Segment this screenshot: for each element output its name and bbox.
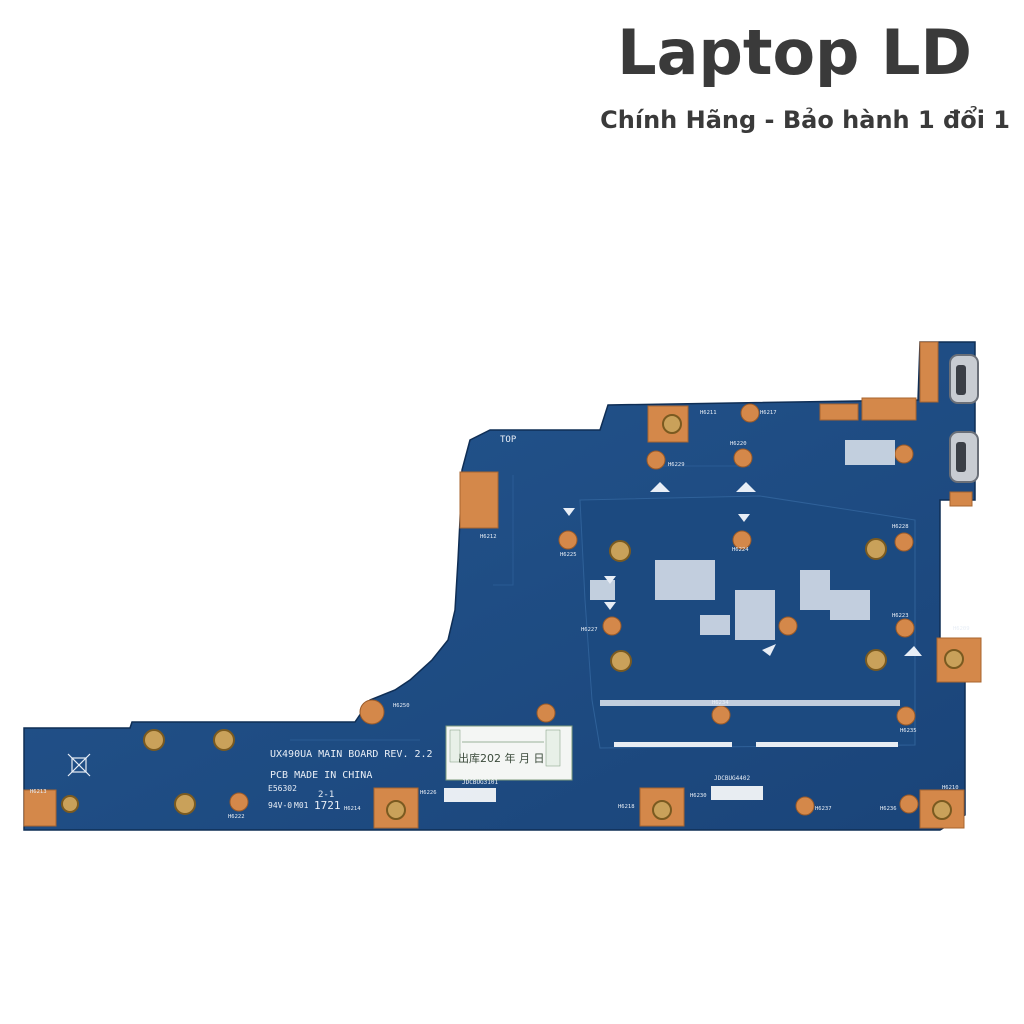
hole-label: H6218 [618, 804, 635, 810]
hole-label: H6225 [560, 552, 577, 558]
silk-code2: 2-1 [318, 790, 334, 800]
hole-label: H6227 [581, 627, 598, 633]
hole-label: H6235 [900, 728, 917, 734]
hole-label: H6250 [393, 703, 410, 709]
hole-label: H6220 [730, 441, 747, 447]
brand-title: Laptop LD [617, 16, 972, 89]
hole-label: H6237 [815, 806, 832, 812]
hole-label: H6213 [30, 789, 47, 795]
sticker [445, 725, 573, 781]
brand-tagline: Chính Hãng - Bảo hành 1 đổi 1 [600, 106, 1010, 134]
silk-conn-right: JDCBUG4402 [714, 775, 751, 782]
hole-label: H6210 [942, 785, 959, 791]
silk-code3: 94V-0 [268, 801, 292, 810]
hole-label: H6214 [344, 806, 361, 812]
hole-label: H6209 [953, 626, 970, 632]
sticker-text: 出库202 年 月 日 [458, 751, 545, 765]
hole-label: H6234 [712, 700, 729, 706]
hole-label: H6230 [690, 793, 707, 799]
hole-label: H6223 [892, 613, 909, 619]
smd-components [590, 440, 900, 706]
silk-code4: M01 [294, 801, 309, 810]
hole-label: H6226 [420, 790, 437, 796]
silk-model: UX490UA MAIN BOARD REV. 2.2 [270, 749, 433, 760]
hole-label: H6222 [228, 814, 245, 820]
weee-icon [67, 753, 91, 777]
hole-label: H6229 [668, 462, 685, 468]
hole-label: H6217 [760, 410, 777, 416]
silk-triangles [563, 482, 922, 656]
screw-posts [61, 414, 964, 820]
mounting-holes [229, 403, 919, 816]
silk-date: 1721 [314, 799, 341, 812]
hole-label: H6212 [480, 534, 497, 540]
silk-code1: E56302 [268, 784, 297, 793]
hole-label: H6224 [732, 547, 749, 553]
silk-conn-left: JDCBUG3101 [462, 779, 499, 786]
hole-label: H6211 [700, 410, 717, 416]
silk-top: TOP [500, 435, 517, 445]
silk-made-in: PCB MADE IN CHINA [270, 770, 372, 781]
hole-label: H6236 [880, 806, 897, 812]
hole-label: H6228 [892, 524, 909, 530]
copper-pads [23, 341, 982, 829]
